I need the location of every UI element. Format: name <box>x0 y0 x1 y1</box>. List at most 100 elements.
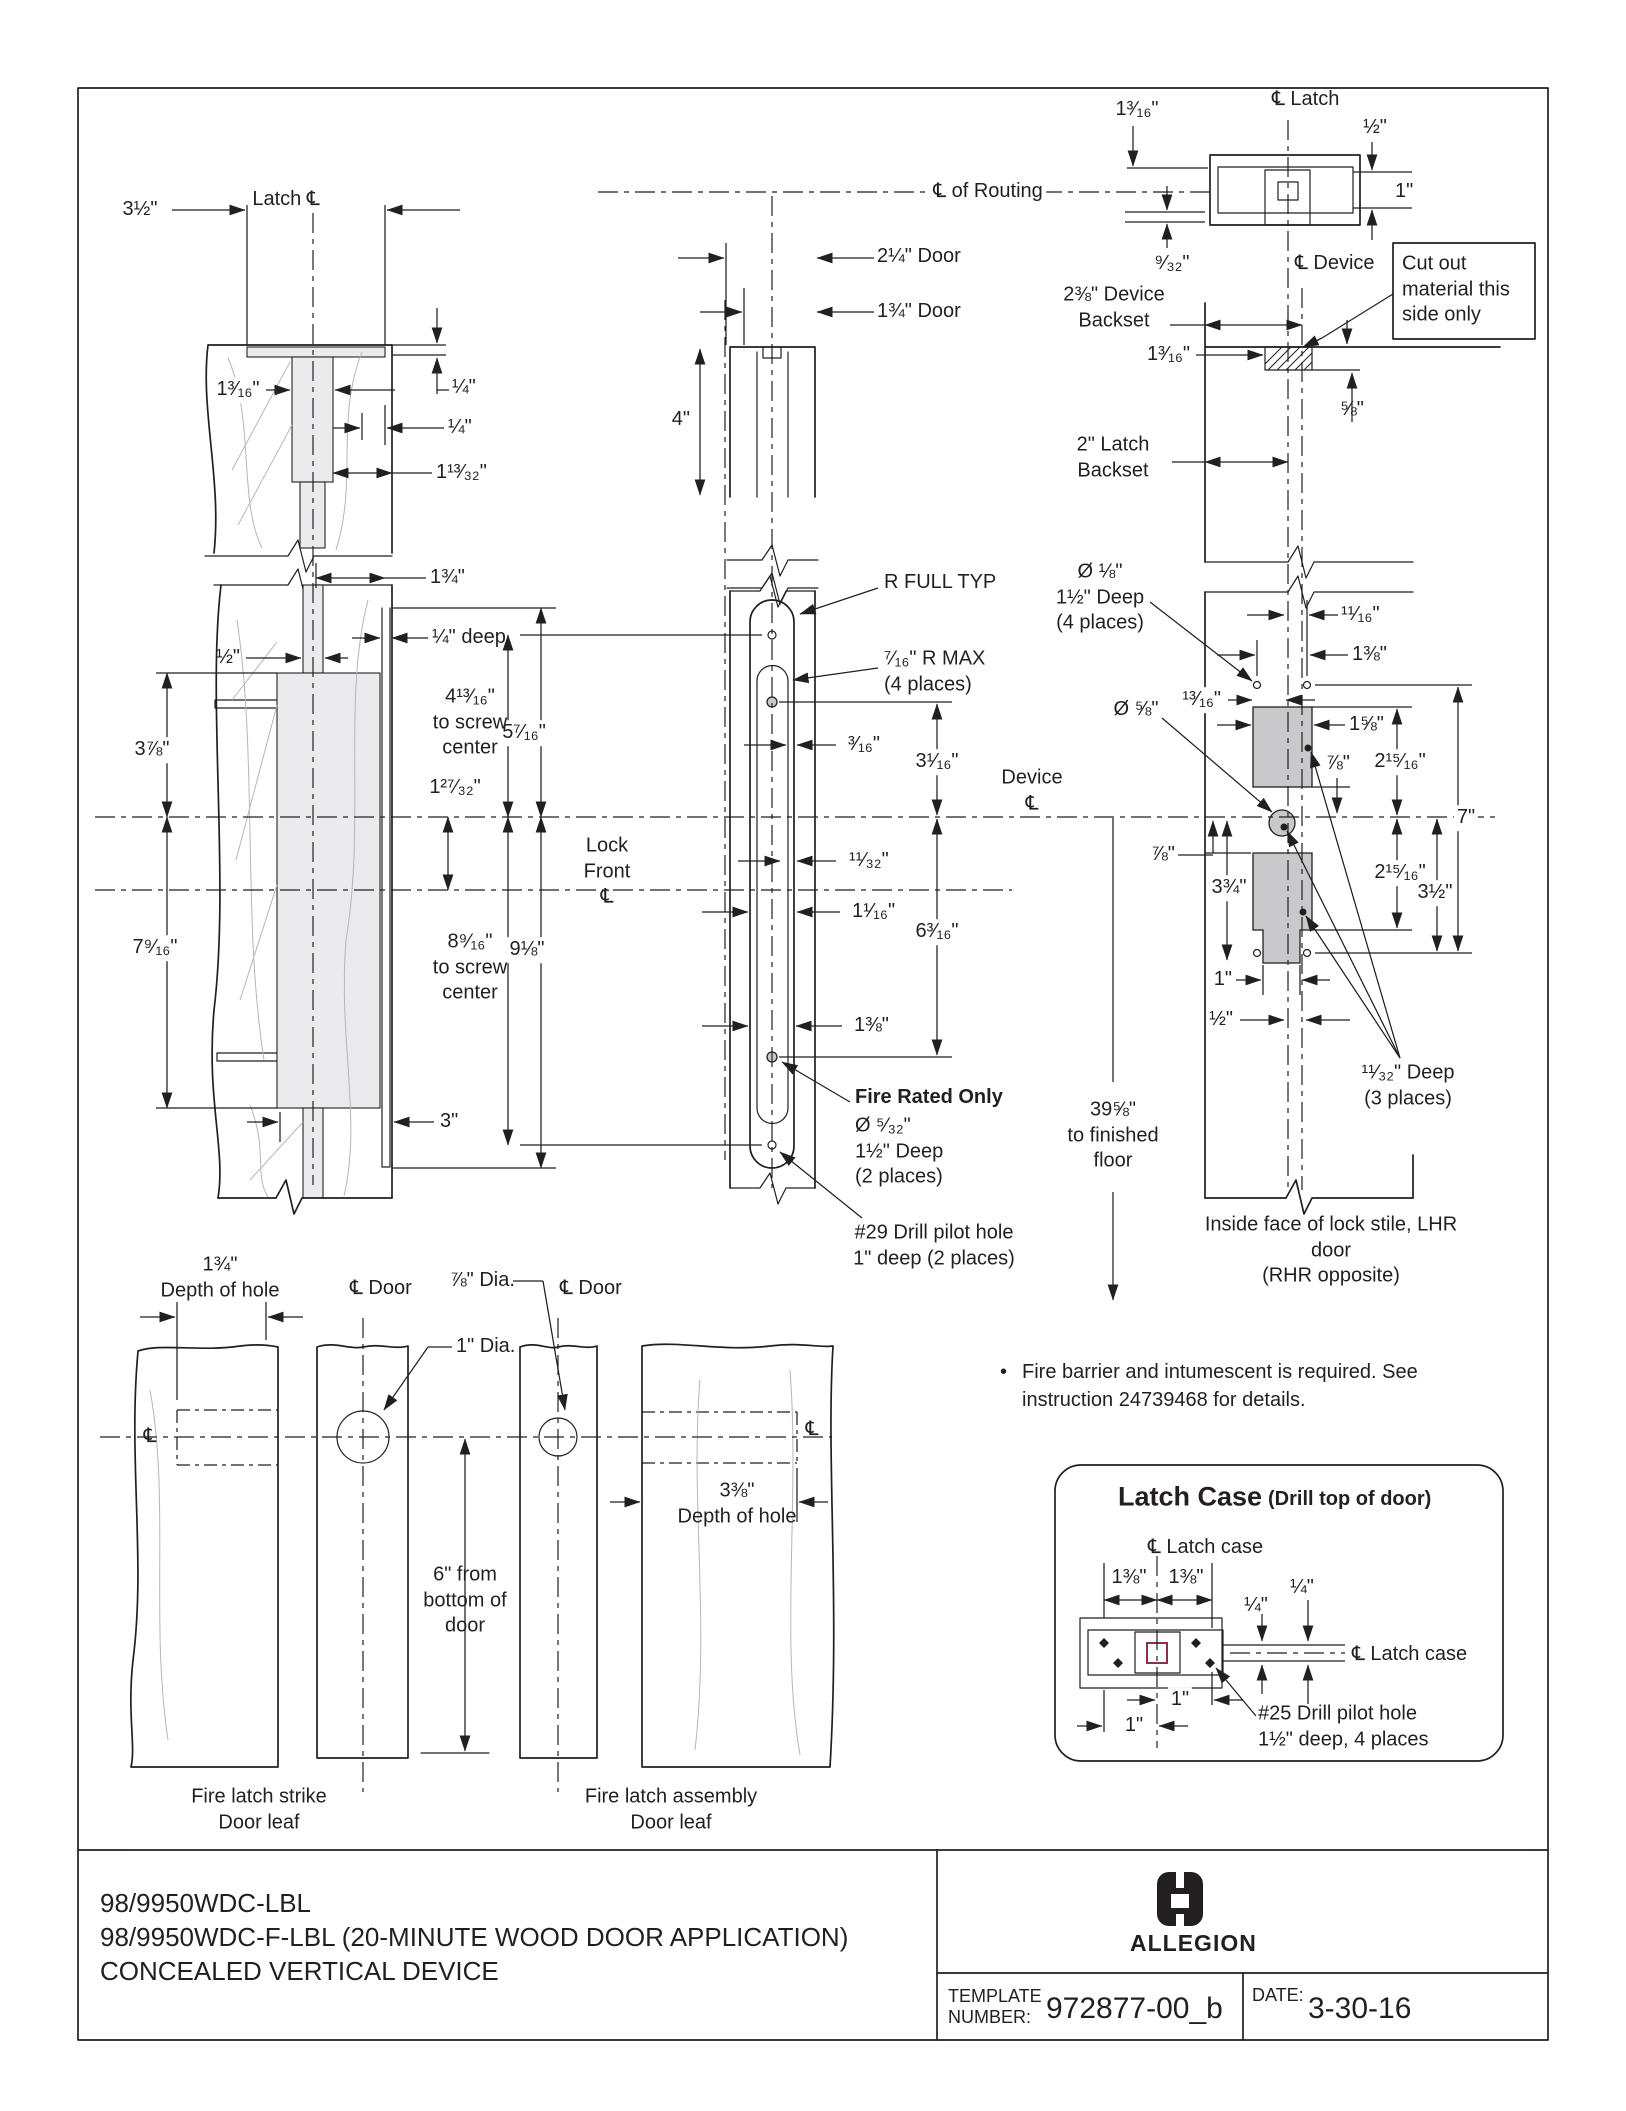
dim-9-1-8: 9⅛" <box>506 937 548 963</box>
dim-quarter-a: ¼" <box>452 376 476 399</box>
dim-1-r: 1" <box>1213 968 1232 991</box>
dim-1-5-8: 1⅝" <box>1349 713 1384 736</box>
dim-3-3-4: 3¾" <box>1208 875 1250 901</box>
dim-2-15-16-u: 2¹⁵⁄₁₆" <box>1371 749 1429 775</box>
dim-half-top: ½" <box>1363 116 1387 139</box>
dim-half-r: ½" <box>1209 1008 1233 1031</box>
cl-door-b: ℄ Door <box>350 1277 412 1300</box>
dim-11-16: ¹¹⁄₁₆" <box>1341 603 1380 626</box>
dim-1in-top: 1" <box>1395 180 1414 203</box>
dim-5-8: ⅝" <box>1340 398 1364 421</box>
date-value: 3-30-16 <box>1308 1992 1412 2025</box>
r-max: ⁷⁄₁₆" R MAX (4 places) <box>884 647 986 695</box>
sheet-border <box>77 87 1549 2041</box>
dim-1-3-8-r: 1⅜" <box>1352 643 1387 666</box>
lc-quarter-a: ¼" <box>1244 1594 1268 1617</box>
routing-cl-label: ℄ of Routing <box>930 179 1046 205</box>
dim-1-13-32: 1¹³⁄₃₂" <box>436 461 487 484</box>
drill-25: #25 Drill pilot hole 1½" deep, 4 places <box>1258 1702 1429 1750</box>
dim-7in: 7" <box>1453 805 1479 831</box>
lc-title: Latch Case <box>1118 1481 1263 1512</box>
dim-1-1-16: 1¹⁄₁₆" <box>852 900 896 923</box>
dim-3-1-2: 3½" <box>122 198 158 221</box>
title-block-product: 98/9950WDC-LBL 98/9950WDC-F-LBL (20-MINU… <box>100 1886 848 1988</box>
dim-4-13-16: 4¹³⁄₁₆" to screw center <box>432 685 508 759</box>
lc-1-a: 1" <box>1167 1687 1193 1713</box>
dim-13-16: ¹³⁄₁₆" <box>1179 687 1224 713</box>
dim-1-3-8-c: 1⅜" <box>854 1014 889 1037</box>
latch-cl-label: Latch ℄ <box>252 188 320 211</box>
note-line1: Fire barrier and intumescent is required… <box>1022 1361 1418 1384</box>
dim-4in: 4" <box>671 408 690 431</box>
dim-1-3-16: 1³⁄₁₆" <box>213 377 263 403</box>
dim-3-3-8: 3⅜" Depth of hole <box>677 1479 797 1527</box>
lc-quarter-b: ¼" <box>1290 1576 1314 1599</box>
allegion-logo-icon <box>1157 1872 1203 1926</box>
dim-1-3-4: 1¾" <box>430 566 465 589</box>
lc-cl-right: ℄ Latch case <box>1352 1643 1468 1666</box>
dim-3in: 3" <box>440 1110 459 1133</box>
dim-2in-backset: 2" Latch Backset <box>1076 433 1150 481</box>
dim-3-7-8: 3⅞" <box>131 737 173 763</box>
dim-1-3-4-depth: 1¾" Depth of hole <box>160 1253 280 1301</box>
product-line-2: 98/9950WDC-F-LBL (20-MINUTE WOOD DOOR AP… <box>100 1922 849 1952</box>
template-number-label: TEMPLATE NUMBER: <box>948 1986 1042 2027</box>
floor-39-5-8: 39⅝" to finished floor <box>1067 1098 1159 1172</box>
dim-quarter-deep: ¼" deep <box>432 626 506 649</box>
dim-6in: 6" from bottom of door <box>423 1563 507 1637</box>
date-label: DATE: <box>1252 1985 1304 2005</box>
dim-7-8-r: ⅞" <box>1326 752 1350 775</box>
product-line-1: 98/9950WDC-LBL <box>100 1888 311 1918</box>
dim-1-27-32: 1²⁷⁄₃₂" <box>426 775 484 801</box>
dim-half: ½" <box>216 646 240 669</box>
lc-cl-top: ℄ Latch case <box>1148 1536 1264 1559</box>
dia-1in: 1" Dia. <box>456 1335 516 1358</box>
dim-7-9-16: 7⁹⁄₁₆" <box>129 935 181 961</box>
cl-d: ℄ <box>805 1418 819 1441</box>
dim-3-1-16: 3¹⁄₁₆" <box>912 749 962 775</box>
lc-title-sub: (Drill top of door) <box>1268 1488 1432 1511</box>
dim-5-7-16: 5⁷⁄₁₆" <box>499 720 549 746</box>
dim-9-32: ⁹⁄₃₂" <box>1154 252 1190 275</box>
note-line2: instruction 24739468 for details. <box>1022 1389 1306 1412</box>
deep-11-32: ¹¹⁄₃₂" Deep (3 places) <box>1361 1061 1455 1109</box>
dim-2-3-8-backset: 2⅜" Device Backset <box>1063 283 1165 331</box>
dim-1-3-4-door: 1¾" Door <box>877 300 961 323</box>
drill-29: #29 Drill pilot hole 1" deep (2 places) <box>853 1221 1015 1269</box>
fire-rated-sub: Ø ⁵⁄₃₂" 1½" Deep (2 places) <box>855 1114 944 1188</box>
dim-3-1-2-r: 3½" <box>1414 880 1456 906</box>
lock-front-cl: Lock Front ℄ <box>583 834 631 908</box>
dia-7-8: ⅞" Dia. <box>450 1269 515 1292</box>
latch-case-box <box>1054 1464 1504 1762</box>
lc-1-3-8-a: 1⅜" <box>1111 1566 1147 1589</box>
r-full-typ: R FULL TYP <box>884 571 997 594</box>
lc-1-3-8-b: 1⅜" <box>1168 1566 1204 1589</box>
cutout-note-box <box>1392 242 1536 340</box>
product-line-3: CONCEALED VERTICAL DEVICE <box>100 1956 499 1986</box>
note-bullet: • <box>1000 1361 1008 1384</box>
cl-a: ℄ <box>143 1425 157 1448</box>
dia-1-8: Ø ⅛" 1½" Deep (4 places) <box>1055 560 1145 634</box>
dia-5-8: Ø ⅝" <box>1113 698 1159 721</box>
device-cl-label: Device ℄ <box>1001 766 1063 814</box>
cutout-note: Cut out material this side only <box>1402 252 1510 326</box>
dim-2-1-4-door: 2¼" Door <box>877 245 961 268</box>
dim-3-16: ³⁄₁₆" <box>848 733 880 756</box>
dim-1-3-16-top: 1³⁄₁₆" <box>1115 98 1159 121</box>
fire-rated-title: Fire Rated Only <box>855 1086 1003 1109</box>
lc-1-b: 1" <box>1121 1713 1147 1739</box>
cap-strike: Fire latch strike Door leaf <box>191 1785 327 1833</box>
dim-11-32: ¹¹⁄₃₂" <box>849 849 889 872</box>
cl-latch-top: ℄ Latch <box>1272 88 1340 111</box>
template-number-value: 972877-00_b <box>1046 1992 1223 2025</box>
dim-1-3-16-right: 1³⁄₁₆" <box>1146 343 1190 366</box>
dim-quarter-b: ¼" <box>448 416 472 439</box>
dim-7-8-l: ⅞" <box>1151 843 1175 866</box>
allegion-wordmark: ALLEGION <box>1130 1930 1257 1956</box>
inside-face-caption: Inside face of lock stile, LHR door (RHR… <box>1204 1213 1458 1287</box>
cap-assembly: Fire latch assembly Door leaf <box>584 1785 758 1833</box>
cl-device-top: ℄ Device <box>1295 252 1375 275</box>
